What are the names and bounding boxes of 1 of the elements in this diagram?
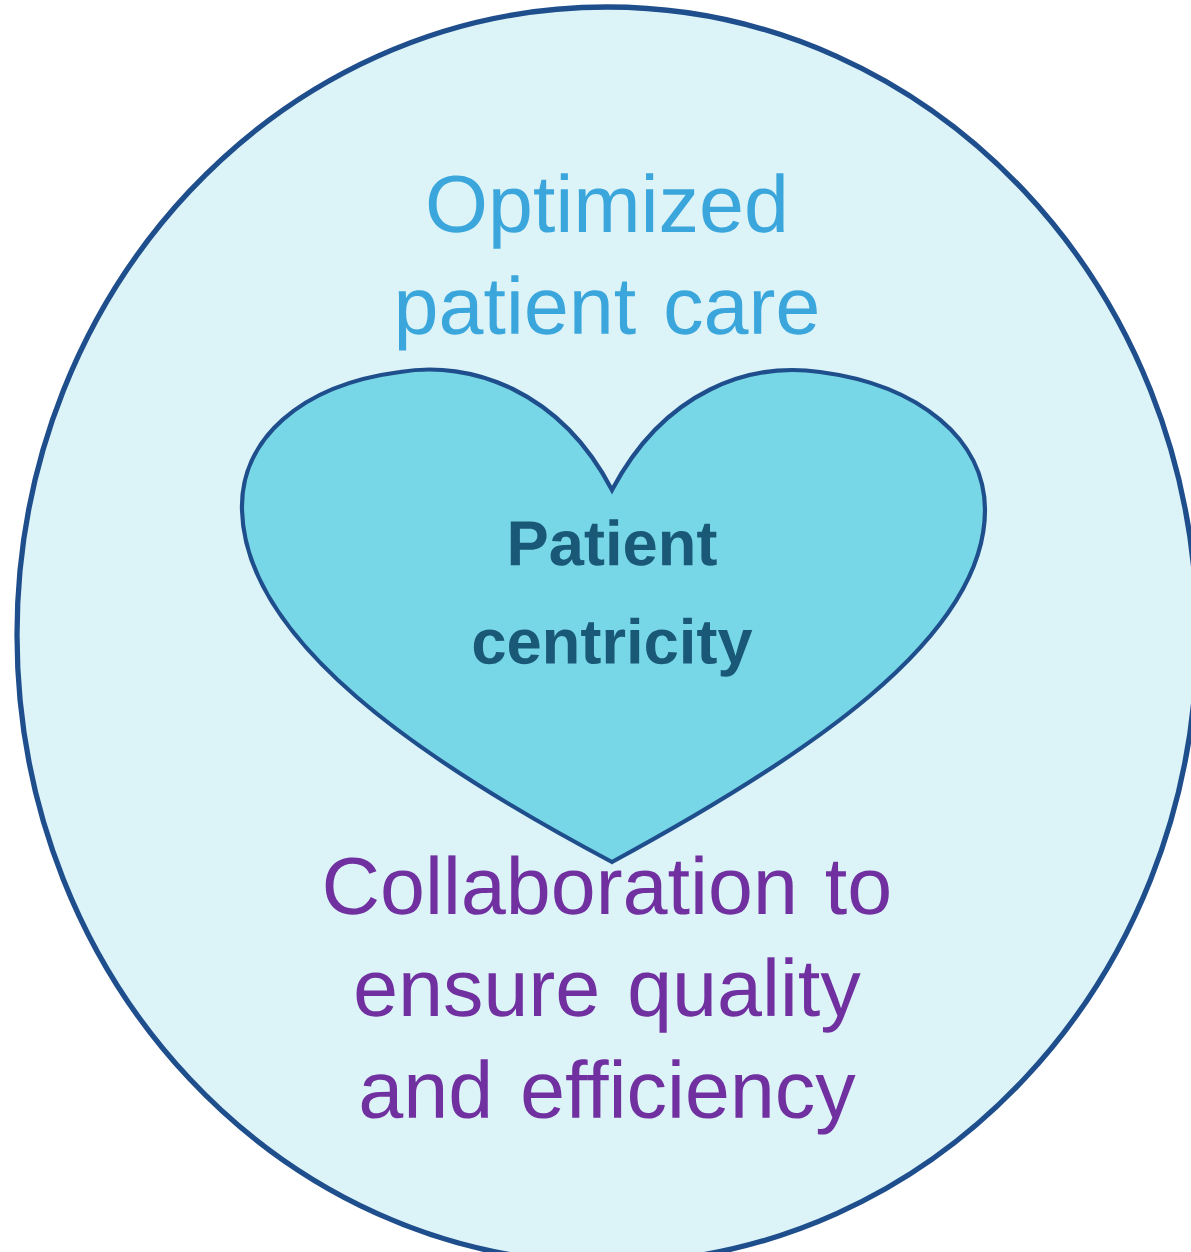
- heading-text: Optimized patient care: [398, 173, 817, 351]
